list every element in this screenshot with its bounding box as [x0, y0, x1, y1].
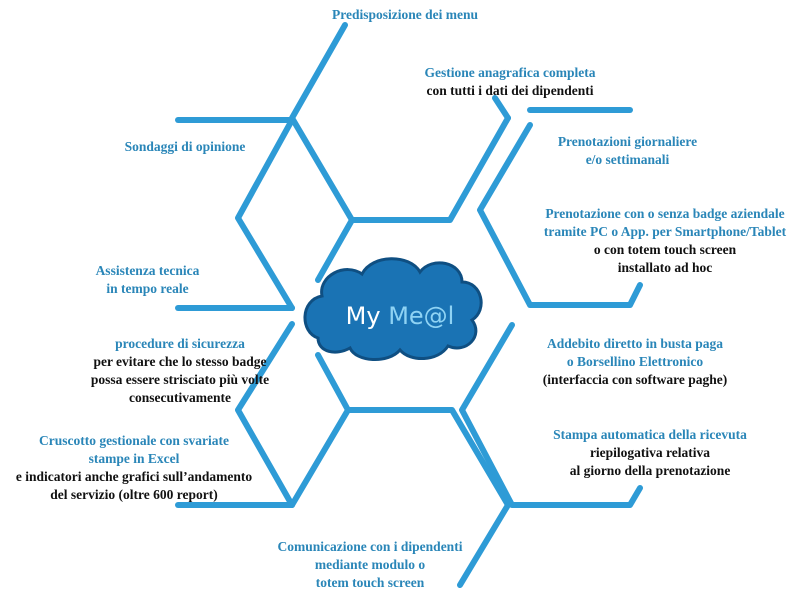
feature-prenotazioni-heading-0: Prenotazioni giornaliere — [557, 134, 698, 149]
feature-stampa: Stampa automatica della ricevuta riepilo… — [535, 426, 765, 480]
line-top-left — [289, 22, 511, 223]
feature-comunicazione-heading-1: mediante modulo o — [314, 557, 426, 572]
center-title: My Me@l — [330, 302, 470, 330]
center-title-part1: My — [345, 302, 381, 330]
connector-lines — [175, 22, 643, 588]
line-bottom-hex — [289, 407, 511, 508]
feature-anagrafica-body-0: con tutti i dati dei dipendenti — [426, 83, 594, 98]
feature-sondaggi-heading-0: Sondaggi di opinione — [124, 139, 246, 154]
feature-sicurezza: procedure di sicurezza per evitare che l… — [60, 335, 300, 407]
feature-addebito-heading-0: Addebito diretto in busta paga — [546, 336, 724, 351]
feature-prenotazioni: Prenotazioni giornaliere e/o settimanali — [530, 133, 725, 169]
feature-assistenza-heading-0: Assistenza tecnica — [95, 263, 200, 278]
feature-assistenza-heading-1: in tempo reale — [106, 281, 189, 296]
line-right-top-tail — [492, 95, 511, 121]
feature-comunicazione: Comunicazione con i dipendenti mediante … — [255, 538, 485, 592]
feature-comunicazione-heading-0: Comunicazione con i dipendenti — [277, 539, 463, 554]
center-title-part2: Me@l — [388, 302, 455, 330]
feature-stampa-body-1: al giorno della prenotazione — [569, 463, 731, 478]
line-left-lower — [235, 321, 295, 508]
feature-assistenza: Assistenza tecnica in tempo reale — [75, 262, 220, 298]
feature-badge-heading-0: Prenotazione con o senza badge aziendale — [545, 206, 785, 221]
feature-sicurezza-heading-0: procedure di sicurezza — [115, 336, 245, 351]
feature-badge-heading-1: tramite PC o App. per Smartphone/Tablet — [543, 224, 787, 239]
feature-badge-body-0: o con totem touch screen — [593, 242, 737, 257]
feature-sicurezza-body-0: per evitare che lo stesso badge — [93, 354, 267, 369]
line-left-mid-upper — [235, 117, 295, 311]
feature-sondaggi: Sondaggi di opinione — [105, 138, 265, 156]
feature-addebito-heading-1: o Borsellino Elettronico — [566, 354, 704, 369]
feature-menu: Predisposizione dei menu — [295, 6, 515, 24]
feature-prenotazioni-heading-1: e/o settimanali — [585, 152, 670, 167]
center-cloud — [303, 257, 483, 362]
feature-stampa-body-0: riepilogativa relativa — [589, 445, 711, 460]
feature-stampa-heading-0: Stampa automatica della ricevuta — [553, 427, 747, 442]
feature-comunicazione-heading-2: totem touch screen — [315, 575, 425, 590]
feature-sicurezza-body-1: possa essere strisciato più volte — [90, 372, 270, 387]
feature-anagrafica-heading-0: Gestione anagrafica completa — [424, 65, 596, 80]
line-right-lower — [459, 322, 643, 508]
feature-menu-heading-0: Predisposizione dei menu — [331, 7, 478, 22]
line-inner-top — [315, 217, 355, 283]
feature-cruscotto: Cruscotto gestionale con svariate stampe… — [0, 432, 268, 504]
feature-cruscotto-body-1: del servizio (oltre 600 report) — [50, 487, 218, 502]
feature-cruscotto-body-0: e indicatori anche grafici sull’andament… — [15, 469, 253, 484]
feature-badge: Prenotazione con o senza badge aziendale… — [530, 205, 800, 277]
line-inner-bottom — [315, 352, 351, 413]
line-right-upper — [477, 122, 643, 308]
feature-sicurezza-body-2: consecutivamente — [129, 390, 231, 405]
feature-addebito: Addebito diretto in busta paga o Borsell… — [525, 335, 745, 389]
feature-cruscotto-heading-0: Cruscotto gestionale con svariate — [38, 433, 230, 448]
feature-cruscotto-heading-1: stampe in Excel — [88, 451, 180, 466]
feature-addebito-body-0: (interfaccia con software paghe) — [542, 372, 728, 387]
line-bottom-tail — [457, 502, 511, 588]
feature-anagrafica: Gestione anagrafica completa con tutti i… — [395, 64, 625, 100]
cloud-shape — [303, 257, 483, 362]
feature-badge-body-1: installato ad hoc — [617, 260, 713, 275]
